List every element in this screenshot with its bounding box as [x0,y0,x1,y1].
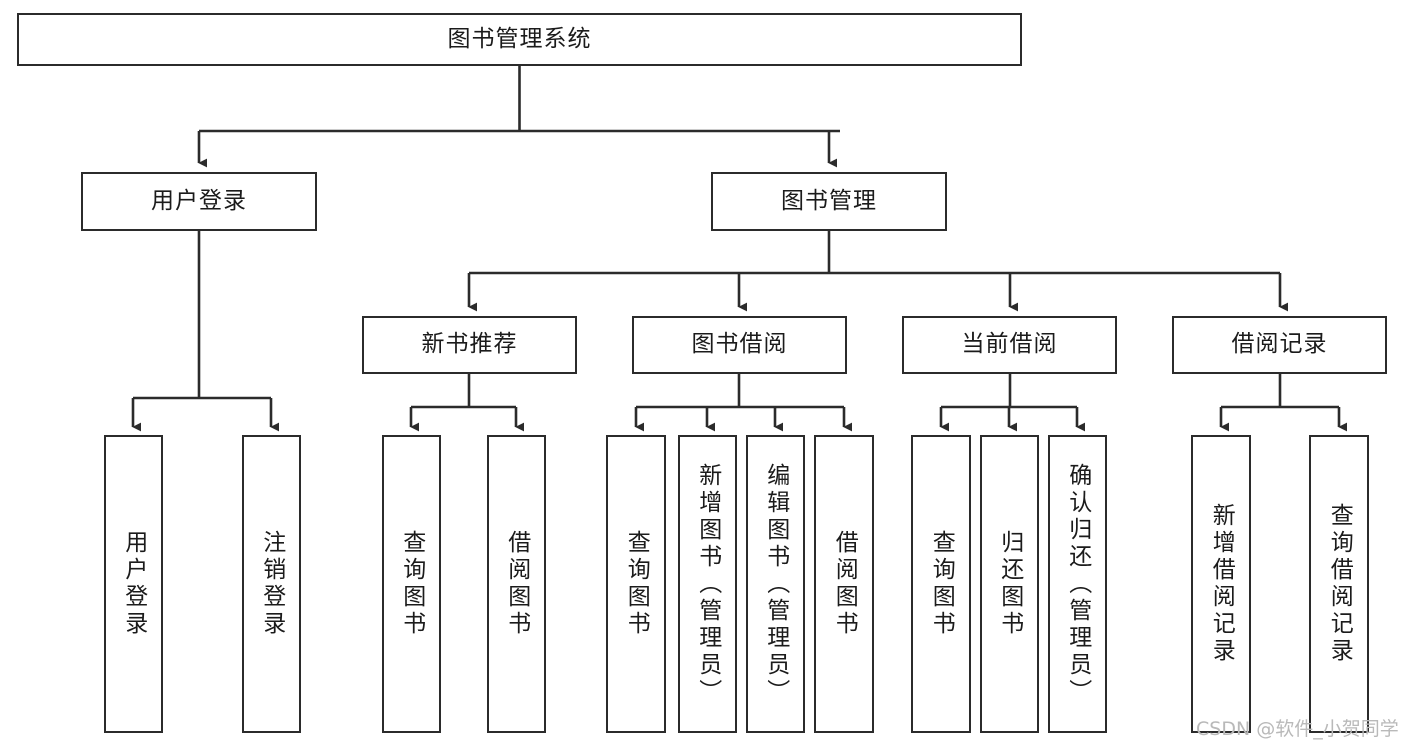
node-label: 编辑图书（管理员） [762,462,789,706]
node-leaf-user-login[interactable]: 用户登录 [104,435,163,733]
node-label: 新书推荐 [421,331,518,358]
node-label: 用户登录 [151,187,247,214]
node-leaf-query-record[interactable]: 查询借阅记录 [1309,435,1369,733]
node-leaf-add-book[interactable]: 新增图书（管理员） [678,435,737,733]
node-label: 归还图书 [996,530,1023,638]
node-book-management-system[interactable]: 图书管理系统 [17,13,1022,66]
node-book-borrow[interactable]: 图书借阅 [632,316,847,374]
node-leaf-logout-login[interactable]: 注销登录 [242,435,301,733]
node-label: 借阅图书 [831,530,858,638]
node-label: 图书管理 [781,187,877,214]
node-label: 注销登录 [258,530,285,638]
node-label: 借阅图书 [503,530,530,638]
node-current-borrow[interactable]: 当前借阅 [902,316,1117,374]
node-leaf-borrow-book-2[interactable]: 借阅图书 [814,435,874,733]
node-leaf-add-record[interactable]: 新增借阅记录 [1191,435,1251,733]
node-leaf-query-book-1[interactable]: 查询图书 [382,435,441,733]
node-user-login[interactable]: 用户登录 [81,172,317,231]
node-label: 查询图书 [928,530,955,638]
node-leaf-query-book-2[interactable]: 查询图书 [606,435,666,733]
node-label: 查询图书 [398,530,425,638]
node-borrow-record[interactable]: 借阅记录 [1172,316,1387,374]
node-label: 新增图书（管理员） [694,462,721,706]
node-label: 用户登录 [120,530,147,638]
node-label: 查询借阅记录 [1326,503,1353,665]
node-label: 图书管理系统 [447,25,592,52]
node-label: 查询图书 [623,530,650,638]
node-leaf-edit-book[interactable]: 编辑图书（管理员） [746,435,805,733]
node-label: 借阅记录 [1231,331,1328,358]
node-leaf-return-book[interactable]: 归还图书 [980,435,1039,733]
node-leaf-borrow-book-1[interactable]: 借阅图书 [487,435,546,733]
node-new-book-recommend[interactable]: 新书推荐 [362,316,577,374]
node-label: 确认归还（管理员） [1064,462,1091,706]
node-leaf-confirm-return[interactable]: 确认归还（管理员） [1048,435,1107,733]
node-book-management[interactable]: 图书管理 [711,172,947,231]
node-label: 图书借阅 [691,331,788,358]
node-leaf-query-book-3[interactable]: 查询图书 [911,435,971,733]
node-label: 当前借阅 [961,331,1058,358]
node-label: 新增借阅记录 [1208,503,1235,665]
csdn-watermark: CSDN @软件_小贺同学 [1196,718,1399,740]
